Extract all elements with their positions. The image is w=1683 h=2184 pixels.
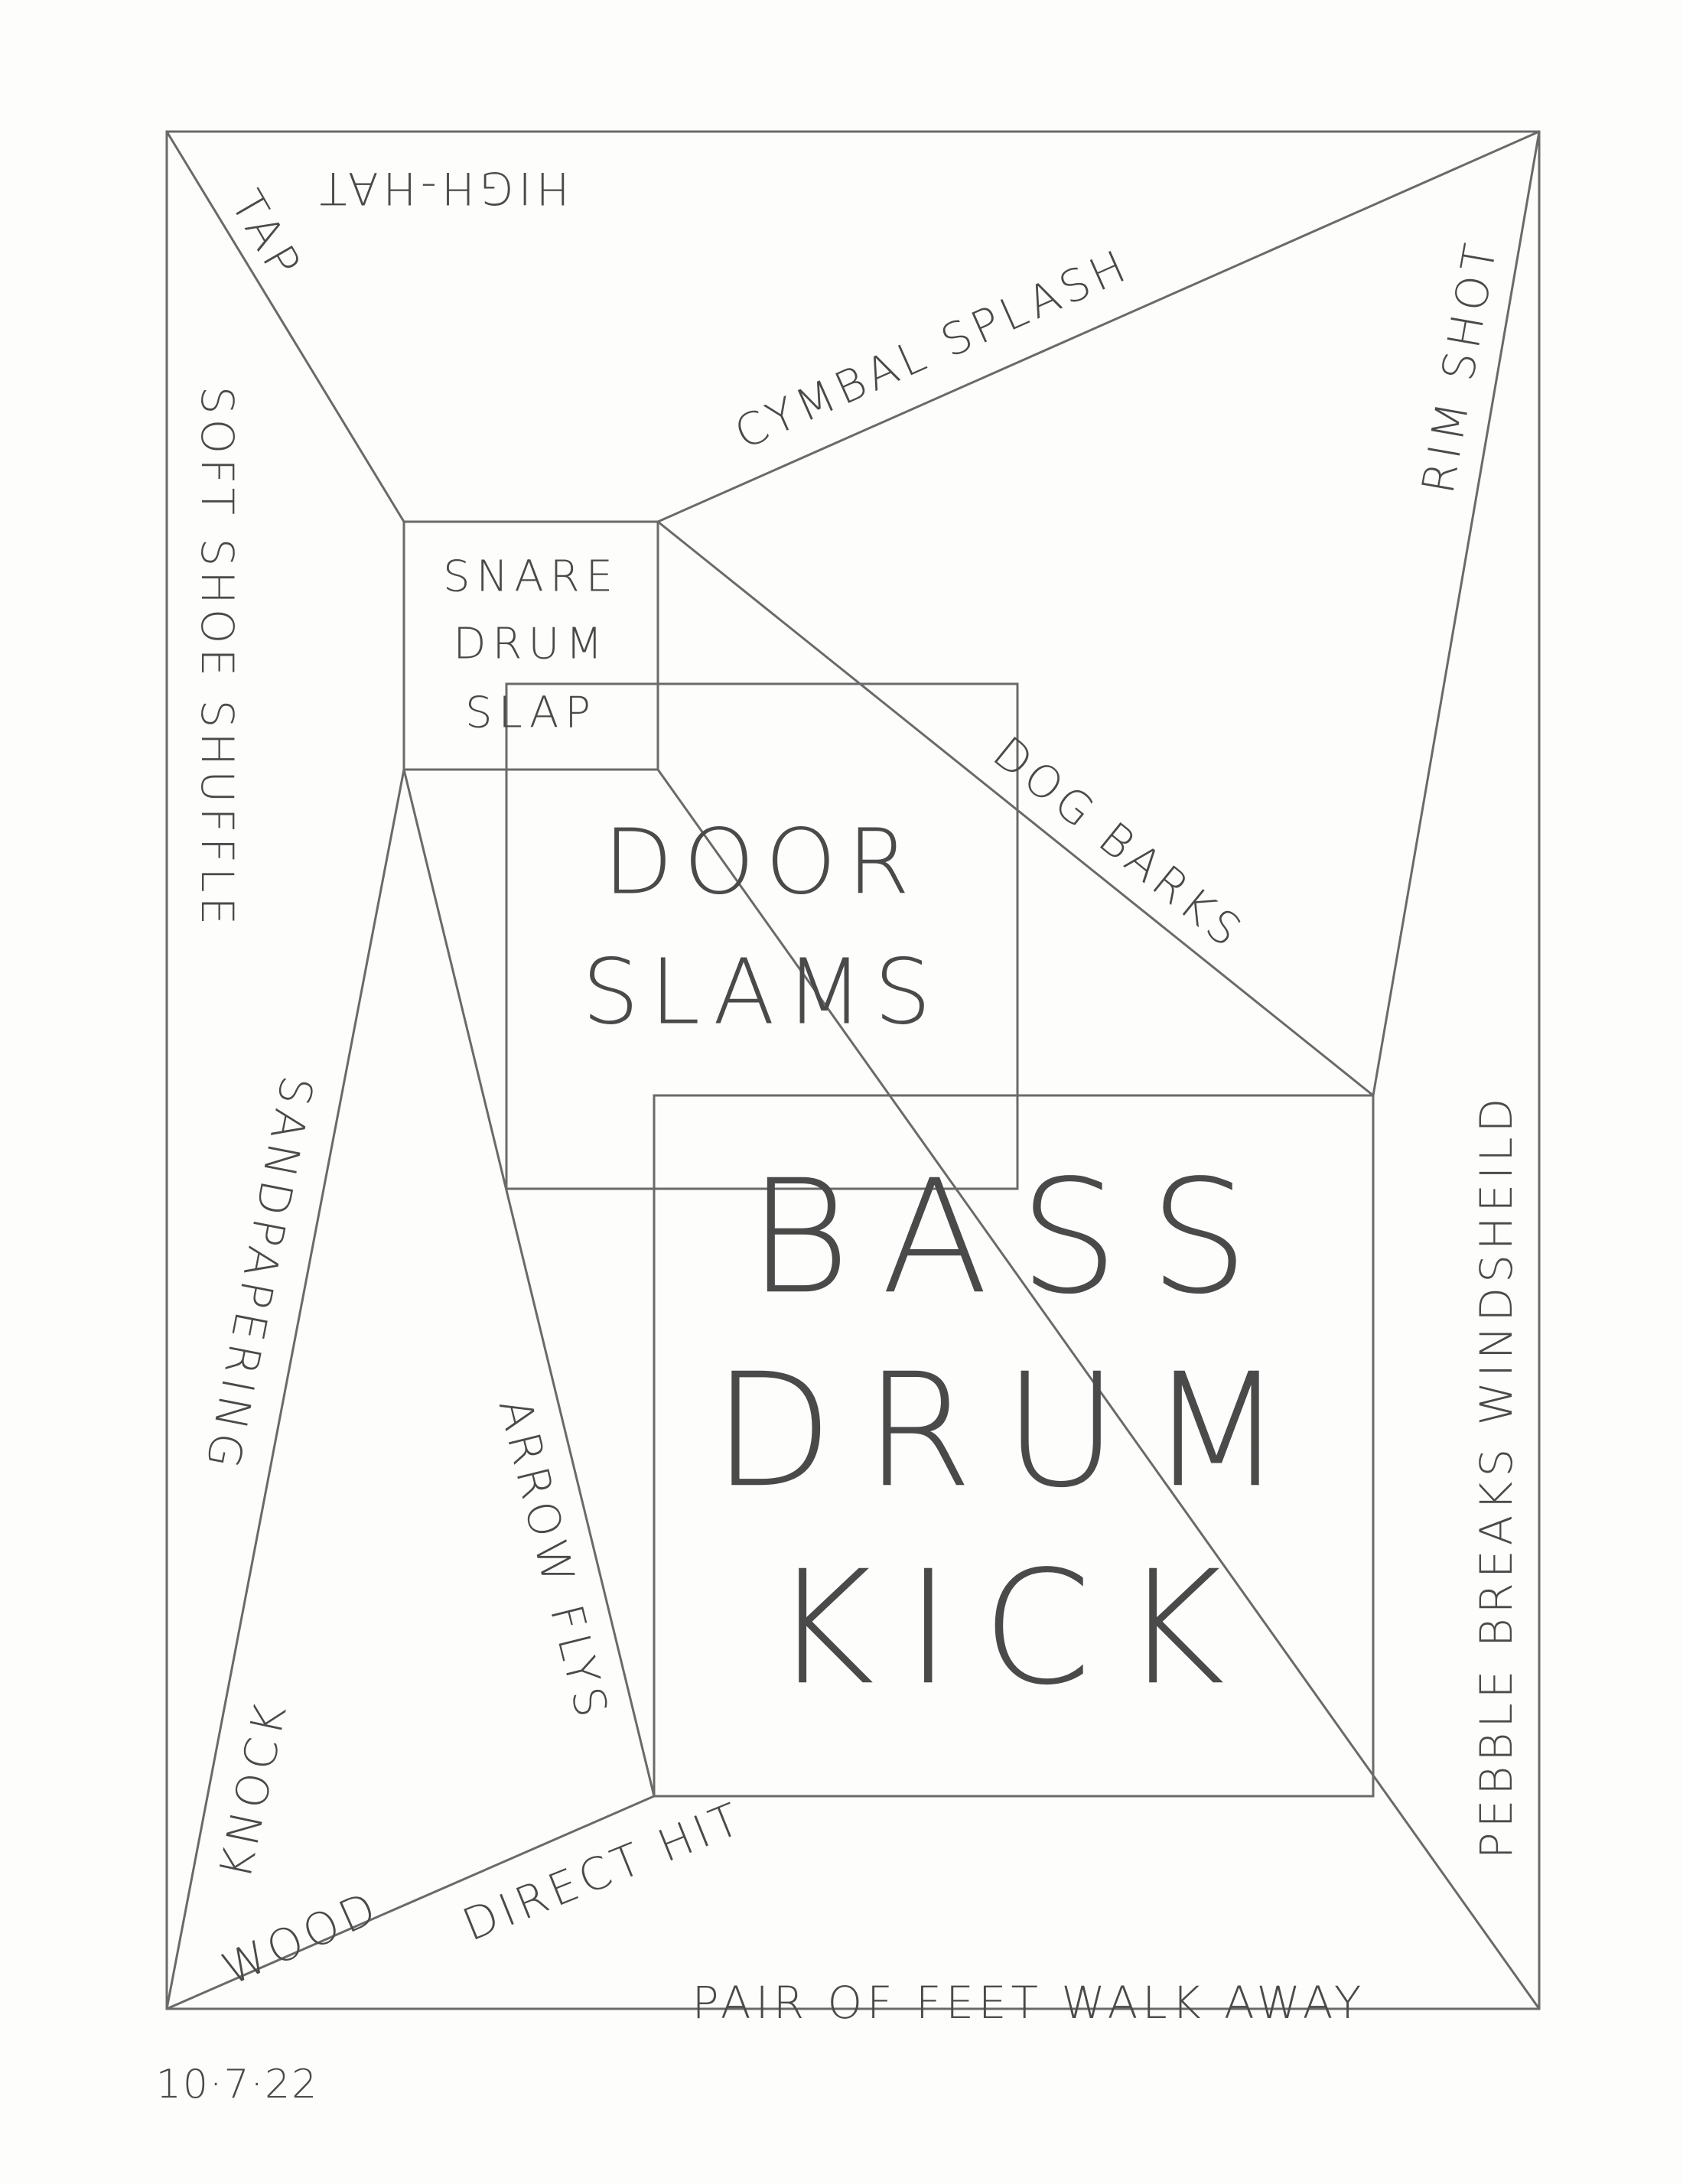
line-center-diagonal [656,520,1375,1097]
line-top-left-diagonal [165,130,405,523]
line-top-right-diagonal [656,130,1541,523]
label-soft-shoe-shuffle: SOFT SHOE SHUFFLE [191,386,243,929]
line-bottom-left-diagonal [165,1795,656,2010]
label-pebble-breaks-windsheild: PEBBLE BREAKS WINDSHEILD [1470,1094,1522,1860]
label-door-line-2: SLAMS [582,939,942,1044]
label-bass-line-3: KICK [772,1538,1255,1720]
label-bass-line-1: BASS [748,1147,1280,1329]
snare-box [402,520,659,771]
label-snare-line-3: SLAP [465,688,597,737]
outer-border [165,130,1541,2010]
label-bass-line-2: DRUM [712,1340,1314,1522]
door-box [505,682,1019,1190]
bass-box [653,1094,1375,1798]
line-arrow-diagonal [402,768,656,1798]
drawing-date: 10·7·22 [156,2062,318,2108]
label-snare-line-1: SNARE [443,552,619,601]
label-pair-of-feet-walk-away: PAIR OF FEET WALK AWAY [692,1977,1366,2029]
frame-lines [165,130,1541,2010]
label-high-hat: HIGH-HAT [315,162,569,214]
line-right-diagonal [1372,130,1541,1097]
line-left-long-diagonal [165,768,405,2010]
label-door-line-1: DOOR [604,809,921,914]
line-long-center-diagonal [656,768,1541,2010]
label-snare-line-2: DRUM [453,619,608,669]
